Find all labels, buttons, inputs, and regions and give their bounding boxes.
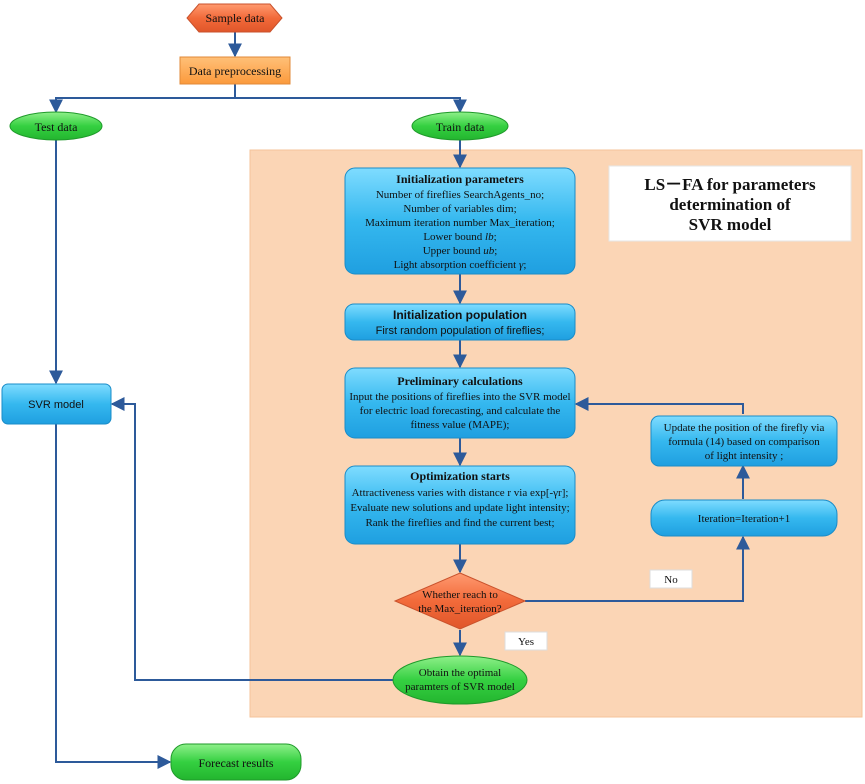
- svg-text:Light absorption coefficient γ: Light absorption coefficient γ;: [394, 259, 527, 271]
- svg-text:paramters of SVR model: paramters of SVR model: [405, 681, 515, 693]
- svg-text:Maximum iteration number Max_i: Maximum iteration number Max_iteration;: [365, 217, 555, 229]
- svg-text:fitness value (MAPE);: fitness value (MAPE);: [411, 419, 510, 431]
- test-data-node: Test data: [9, 111, 103, 141]
- svg-text:Sample data: Sample data: [206, 11, 266, 25]
- svg-text:Optimization starts: Optimization starts: [410, 469, 510, 483]
- gamma-sep: ;: [523, 259, 526, 271]
- gamma-var: γ: [519, 259, 524, 271]
- yes-label: Yes: [504, 631, 548, 651]
- upper-bound-var: ub: [483, 245, 495, 257]
- train-data-node: Train data: [411, 111, 509, 141]
- iteration-node: Iteration=Iteration+1: [650, 499, 838, 537]
- arrow-svr-to-forecast: [55, 424, 172, 769]
- update-position-node: Update the position of the firefly via f…: [650, 415, 838, 467]
- svg-text:Data preprocessing: Data preprocessing: [189, 64, 281, 78]
- svg-text:Number of variables dim;: Number of variables dim;: [403, 203, 516, 215]
- gamma-label: Light absorption coefficient: [394, 259, 519, 271]
- arrow-obtain-to-svr: [110, 397, 393, 681]
- svg-text:Rank the fireflies and find th: Rank the fireflies and find the current …: [365, 517, 554, 529]
- svg-text:Upper bound ub;: Upper bound ub;: [423, 245, 498, 257]
- optimization-node: Optimization starts Attractiveness varie…: [344, 465, 576, 545]
- init-population-node: Initialization population First random p…: [344, 303, 576, 341]
- title-box: LS－FA for parameters determination of SV…: [608, 165, 852, 242]
- lower-bound-label: Lower bound: [423, 231, 485, 243]
- decision-node: Whether reach to the Max_iteration?: [393, 572, 527, 630]
- arrow-no-to-iteration: [525, 535, 750, 602]
- svg-text:Initialization parameters: Initialization parameters: [396, 172, 524, 186]
- svg-text:Update the position of the fir: Update the position of the firefly via: [664, 422, 825, 434]
- forecast-results-node: Forecast results: [170, 743, 302, 781]
- svg-text:of light intensity ;: of light intensity ;: [705, 450, 784, 462]
- svg-text:Train data: Train data: [436, 120, 485, 134]
- upper-bound-label: Upper bound: [423, 245, 484, 257]
- svg-text:the Max_iteration?: the Max_iteration?: [418, 603, 502, 615]
- no-label: No: [649, 569, 693, 589]
- obtain-optimal-node: Obtain the optimal paramters of SVR mode…: [392, 655, 528, 705]
- svg-text:Yes: Yes: [518, 636, 534, 648]
- svg-text:Whether reach to: Whether reach to: [422, 589, 498, 601]
- arrow-preprocess-train: [235, 97, 467, 114]
- svg-text:LS－FA for parameters: LS－FA for parameters: [644, 175, 816, 194]
- svg-text:determination of: determination of: [669, 195, 791, 214]
- svg-text:Iteration=Iteration+1: Iteration=Iteration+1: [698, 513, 790, 525]
- connectors: [49, 32, 750, 769]
- upper-bound-sep: ;: [494, 245, 497, 257]
- init-params-node: Initialization parameters Number of fire…: [344, 167, 576, 275]
- svg-text:Number of fireflies SearchAgen: Number of fireflies SearchAgents_no;: [376, 189, 544, 201]
- svg-text:Forecast results: Forecast results: [199, 756, 274, 770]
- svr-model-node: SVR model: [1, 383, 112, 425]
- arrow-update-to-prelim: [574, 397, 744, 414]
- svg-text:formula (14) based on comparis: formula (14) based on comparison: [668, 436, 820, 448]
- svg-text:Evaluate new solutions and upd: Evaluate new solutions and update light …: [350, 502, 569, 514]
- svg-text:Attractiveness varies with dis: Attractiveness varies with distance r vi…: [352, 487, 569, 499]
- svg-text:Preliminary calculations: Preliminary calculations: [397, 374, 523, 388]
- svg-text:Input the positions of firefli: Input the positions of fireflies into th…: [349, 391, 570, 403]
- svg-text:for electric load forecasting,: for electric load forecasting, and calcu…: [360, 405, 561, 417]
- svg-text:No: No: [664, 574, 678, 586]
- sample-data-node: Sample data: [186, 3, 283, 33]
- svg-text:Test data: Test data: [35, 120, 78, 134]
- lower-bound-var: lb: [485, 231, 494, 243]
- lower-bound-sep: ;: [494, 231, 497, 243]
- svg-text:SVR model: SVR model: [28, 399, 84, 411]
- svg-text:Lower bound lb;: Lower bound lb;: [423, 231, 496, 243]
- svg-text:SVR model: SVR model: [689, 215, 772, 234]
- svg-text:Obtain the optimal: Obtain the optimal: [419, 667, 501, 679]
- data-preprocessing-node: Data preprocessing: [179, 56, 291, 85]
- svg-text:Initialization population: Initialization population: [393, 308, 527, 322]
- preliminary-node: Preliminary calculations Input the posit…: [344, 367, 576, 439]
- arrow-preprocess-split: [49, 84, 236, 114]
- svg-text:First random population of fir: First random population of fireflies;: [376, 325, 545, 337]
